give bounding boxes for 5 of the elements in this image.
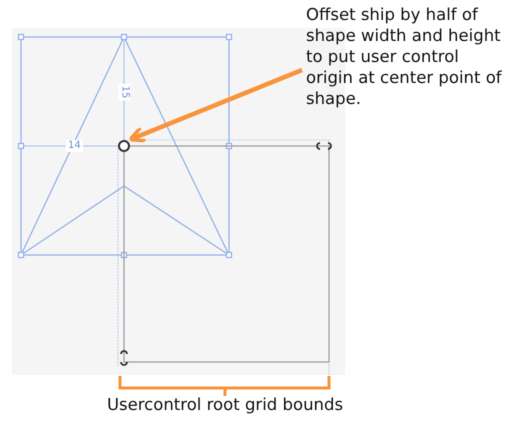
callout-text: Offset ship by half of shape width and height to put user control origin at center point of shape. (306, 4, 506, 109)
dimension-label: 14 (66, 140, 83, 152)
dimension-label: 15 (118, 84, 130, 100)
caption-text: Usercontrol root grid bounds (106, 395, 344, 414)
arrow (128, 68, 303, 143)
